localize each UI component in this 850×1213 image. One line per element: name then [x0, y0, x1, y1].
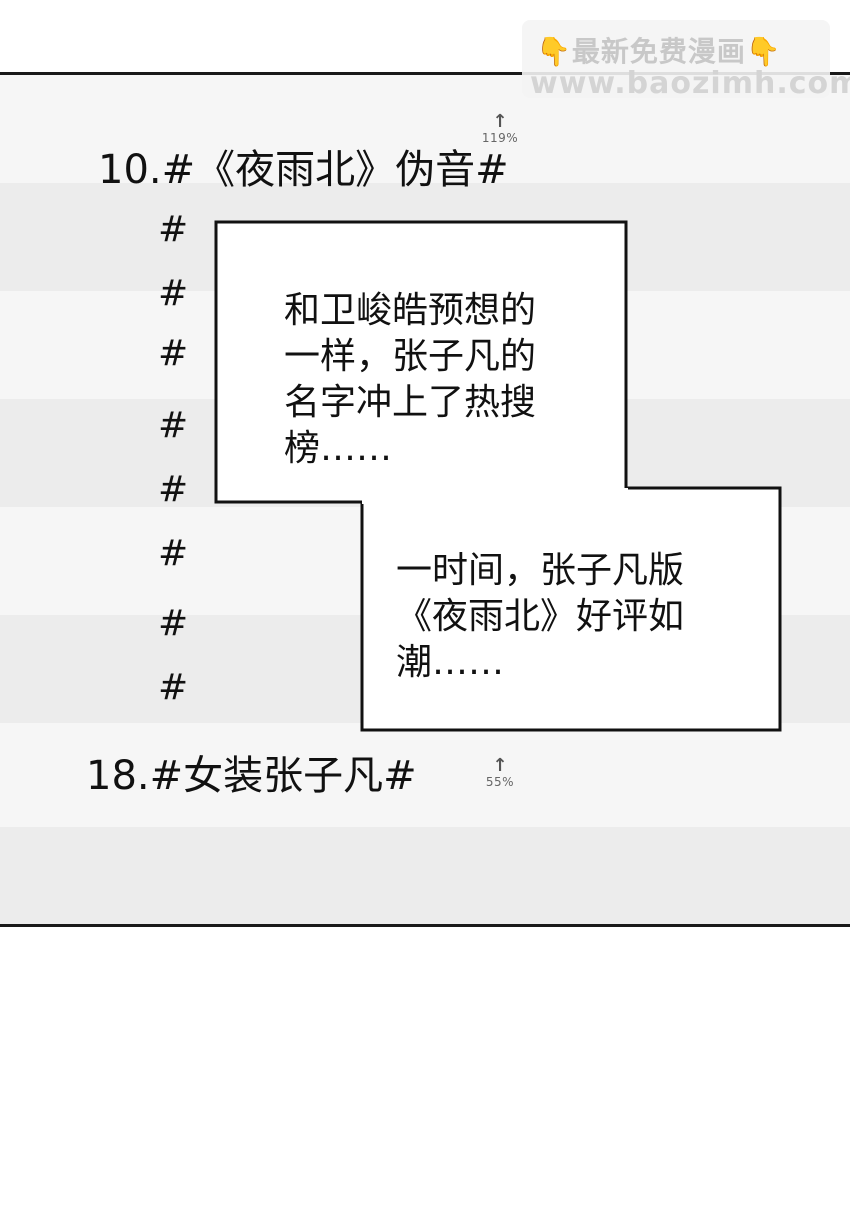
trend-indicator: ↑ 119% [480, 111, 520, 146]
pointing-down-hand-icon: 👇 [536, 35, 572, 68]
hidden-item-hash: # [158, 405, 189, 446]
trend-up-icon: ↑ [492, 111, 508, 132]
hidden-item-hash: # [158, 209, 189, 250]
row-band [0, 723, 850, 827]
narration-text-1: 和卫峻皓预想的 一样，张子凡的 名字冲上了热搜 榜…… [284, 290, 537, 469]
hot-search-item-10[interactable]: 10.#《夜雨北》伪音# [98, 147, 509, 193]
narration-box: 和卫峻皓预想的 一样，张子凡的 名字冲上了热搜 榜…… 一时间，张子凡版 《夜雨… [214, 220, 784, 734]
trend-percent: 119% [481, 131, 519, 145]
hidden-item-hash: # [158, 273, 189, 314]
watermark-url: www.baozimh.com [530, 66, 850, 101]
trend-percent: 55% [485, 775, 515, 789]
narration-box-outline [214, 220, 782, 732]
site-watermark: 👇最新免费漫画👇 www.baozimh.com [522, 20, 850, 101]
hidden-item-hash: # [158, 469, 189, 510]
hot-search-item-18[interactable]: 18.#女装张子凡# [86, 753, 417, 799]
hidden-item-hash: # [158, 603, 189, 644]
trend-up-icon: ↑ [492, 755, 508, 776]
hidden-item-hash: # [158, 533, 189, 574]
watermark-title: 👇最新免费漫画👇 [536, 35, 782, 68]
hidden-item-hash: # [158, 667, 189, 708]
row-band [0, 827, 850, 924]
trend-indicator: ↑ 55% [480, 755, 520, 790]
hidden-item-hash: # [158, 333, 189, 374]
pointing-down-hand-icon: 👇 [745, 35, 782, 68]
narration-text-2: 一时间，张子凡版 《夜雨北》好评如 潮…… [396, 550, 685, 683]
